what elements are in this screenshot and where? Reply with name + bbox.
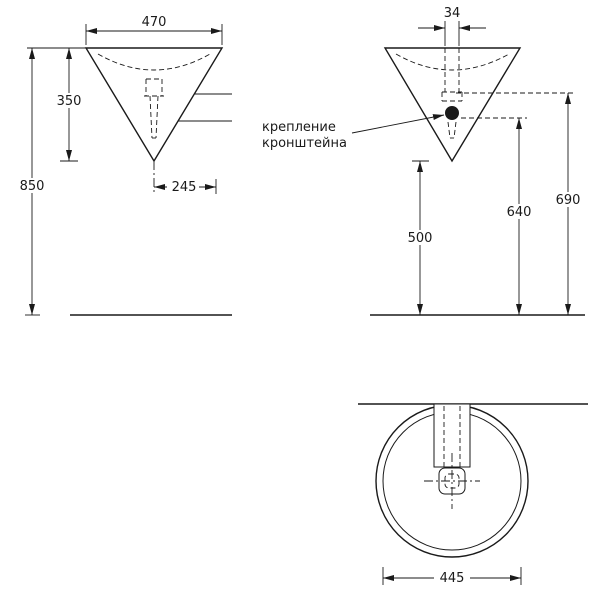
- basin-bowl-hidden-front: [97, 53, 211, 71]
- dimension-bracket-height-690: 690: [550, 93, 586, 315]
- annotation-line-1: крепление: [262, 120, 336, 135]
- drain-hidden-side: [441, 48, 463, 139]
- dim-label-apex-height: 500: [408, 231, 433, 246]
- top-view: 445: [358, 403, 588, 586]
- dim-label-depth: 245: [172, 180, 197, 195]
- dim-label-bracket-height: 690: [556, 193, 581, 208]
- dimension-width-470: 470: [85, 15, 223, 45]
- front-view: [27, 47, 232, 316]
- side-view-dimensions: 34 690 640 500 крепление кронштейна: [262, 6, 586, 315]
- side-view: [370, 47, 585, 316]
- dimension-cone-height-350: 350: [51, 48, 87, 162]
- basin-cone-outline-front: [84, 47, 224, 163]
- dimension-drain-height-640: 640: [501, 118, 537, 315]
- dimension-diameter-445: 445: [382, 567, 522, 586]
- bracket-mount-point: [445, 106, 459, 120]
- dim-label-total-height: 850: [20, 179, 45, 194]
- dimension-apex-height-500: 500: [402, 160, 438, 315]
- basin-cone-outline-side: [383, 47, 522, 163]
- bracket-annotation: крепление кронштейна: [262, 114, 445, 151]
- dimension-total-height-850: 850: [14, 48, 50, 316]
- dim-label-diameter: 445: [440, 571, 465, 586]
- annotation-leader-arrow: [351, 114, 445, 134]
- dim-label-top: 34: [444, 6, 461, 21]
- basin-bowl-hidden-side: [395, 53, 510, 71]
- annotation-line-2: кронштейна: [262, 136, 347, 151]
- bracket-lines-front: [178, 93, 232, 122]
- dim-label-drain-height: 640: [507, 205, 532, 220]
- dim-label-width: 470: [142, 15, 167, 30]
- dim-label-cone-height: 350: [57, 94, 82, 109]
- dimension-top-34: 34: [418, 6, 486, 46]
- front-view-dimensions: 470 350 850 245: [14, 15, 223, 316]
- dimension-depth-245: 245: [154, 179, 217, 195]
- drain-hidden-front: [144, 78, 164, 139]
